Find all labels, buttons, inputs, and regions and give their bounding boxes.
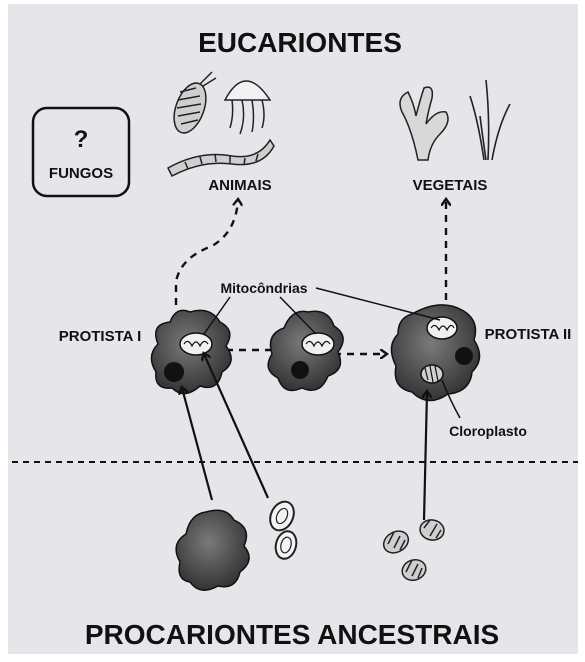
animals-label: ANIMAIS	[208, 177, 271, 194]
protist-1-cell	[150, 309, 232, 395]
arrow-to-animals	[174, 200, 238, 305]
jellyfish-icon	[223, 80, 272, 135]
arrow-bacteria-to-mitochondria	[204, 354, 270, 499]
nucleus-icon	[455, 347, 473, 365]
mitochondria-leader-3	[315, 287, 441, 321]
title-eukaryotes: EUCARIONTES	[198, 27, 402, 58]
nucleus-icon	[164, 362, 184, 382]
mitochondria-leader-1	[203, 296, 231, 335]
nucleus-icon	[291, 361, 309, 379]
aerobic-bacteria	[269, 500, 298, 560]
chloroplast-label: Cloroplasto	[449, 423, 527, 439]
plants-label: VEGETAIS	[413, 177, 488, 194]
fungi-box: ? FUNGOS	[31, 106, 131, 198]
isopod-icon	[173, 71, 217, 134]
mitochondrion-icon	[426, 316, 458, 340]
mitochondria-leader-2	[279, 296, 317, 335]
worm-icon	[167, 138, 275, 178]
grass-icon	[469, 79, 511, 161]
mitochondrion-icon	[179, 332, 213, 356]
chloroplast-leader	[441, 379, 461, 419]
protist-2-cell	[390, 304, 481, 402]
protist-1-label: PROTISTA I	[59, 328, 142, 345]
mitochondrion-icon	[301, 332, 335, 356]
arrow-cyanobacteria-to-chloroplast	[424, 392, 427, 521]
intermediate-cell	[267, 310, 344, 392]
question-mark: ?	[74, 126, 89, 153]
title-ancestral-prokaryotes: PROCARIONTES ANCESTRAIS	[85, 619, 499, 650]
mitochondria-label: Mitocôndrias	[220, 280, 307, 296]
cyanobacteria	[382, 519, 445, 582]
fungi-label: FUNGOS	[49, 165, 113, 182]
ancestral-host-cell	[175, 509, 250, 591]
seaweed-icon	[399, 86, 449, 161]
arrow-host-to-protist-1	[182, 388, 214, 501]
protist-2-label: PROTISTA II	[485, 326, 572, 343]
